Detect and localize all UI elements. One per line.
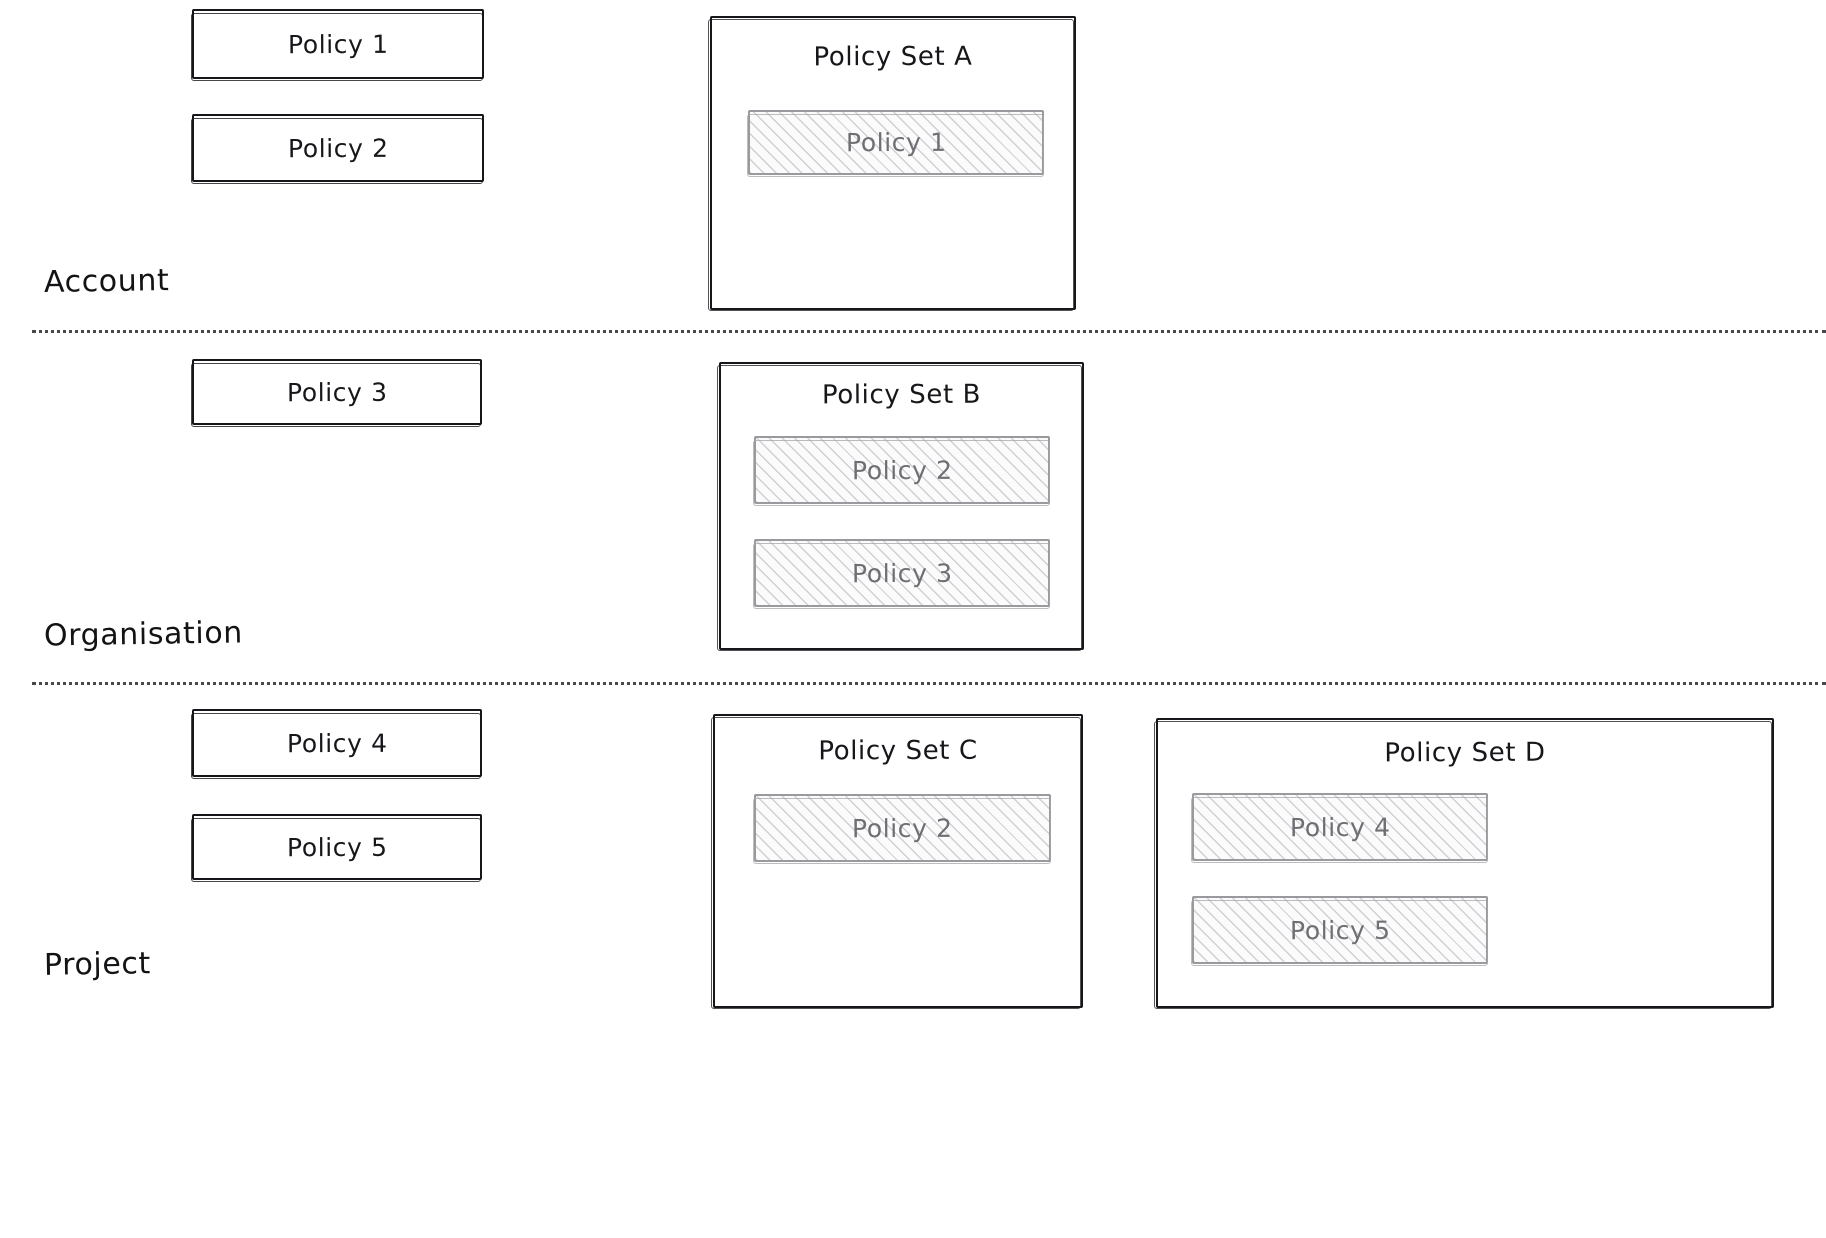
- policy-set-b[interactable]: Policy Set B Policy 2 Policy 3: [717, 362, 1084, 651]
- policy-set-member-policy-5[interactable]: Policy 5: [1191, 896, 1488, 966]
- policy-chip-label: Policy 2: [287, 133, 389, 163]
- policy-set-member-label: Policy 2: [851, 455, 953, 485]
- policy-set-title: Policy Set A: [813, 41, 973, 73]
- policy-set-member-label: Policy 3: [851, 558, 953, 588]
- policy-set-member-label: Policy 1: [845, 127, 947, 158]
- policy-set-member-label: Policy 4: [1289, 812, 1391, 842]
- policy-chip-policy-4[interactable]: Policy 4: [191, 709, 482, 779]
- policy-chip-label: Policy 4: [286, 728, 388, 758]
- policy-set-title: Policy Set C: [818, 735, 978, 767]
- policy-chip-policy-2[interactable]: Policy 2: [191, 114, 484, 184]
- policy-chip-policy-5[interactable]: Policy 5: [191, 814, 482, 882]
- policy-set-a[interactable]: Policy Set A Policy 1: [708, 16, 1076, 311]
- section-label-account: Account: [43, 263, 170, 300]
- policy-set-member-label: Policy 2: [852, 813, 953, 843]
- section-label-project: Project: [43, 946, 152, 983]
- policy-chip-policy-1[interactable]: Policy 1: [191, 9, 484, 81]
- policy-set-member-policy-1[interactable]: Policy 1: [747, 110, 1044, 177]
- policy-chip-policy-3[interactable]: Policy 3: [191, 359, 482, 427]
- policy-chip-label: Policy 3: [286, 377, 388, 407]
- policy-set-c[interactable]: Policy Set C Policy 2: [711, 714, 1083, 1009]
- section-divider-organisation-project: [32, 682, 1826, 685]
- policy-set-member-policy-2[interactable]: Policy 2: [753, 794, 1051, 864]
- policy-set-d[interactable]: Policy Set D Policy 4 Policy 5: [1154, 718, 1774, 1009]
- policy-set-title: Policy Set B: [821, 379, 982, 411]
- policy-set-member-policy-3[interactable]: Policy 3: [753, 539, 1050, 609]
- policy-chip-label: Policy 1: [287, 29, 389, 59]
- policy-set-title: Policy Set D: [1384, 737, 1546, 769]
- section-label-organisation: Organisation: [43, 615, 244, 654]
- policy-set-member-label: Policy 5: [1289, 915, 1391, 945]
- policy-chip-label: Policy 5: [286, 832, 388, 862]
- section-divider-account-organisation: [32, 330, 1826, 333]
- policy-set-member-policy-2[interactable]: Policy 2: [753, 436, 1050, 506]
- policy-set-member-policy-4[interactable]: Policy 4: [1191, 793, 1488, 863]
